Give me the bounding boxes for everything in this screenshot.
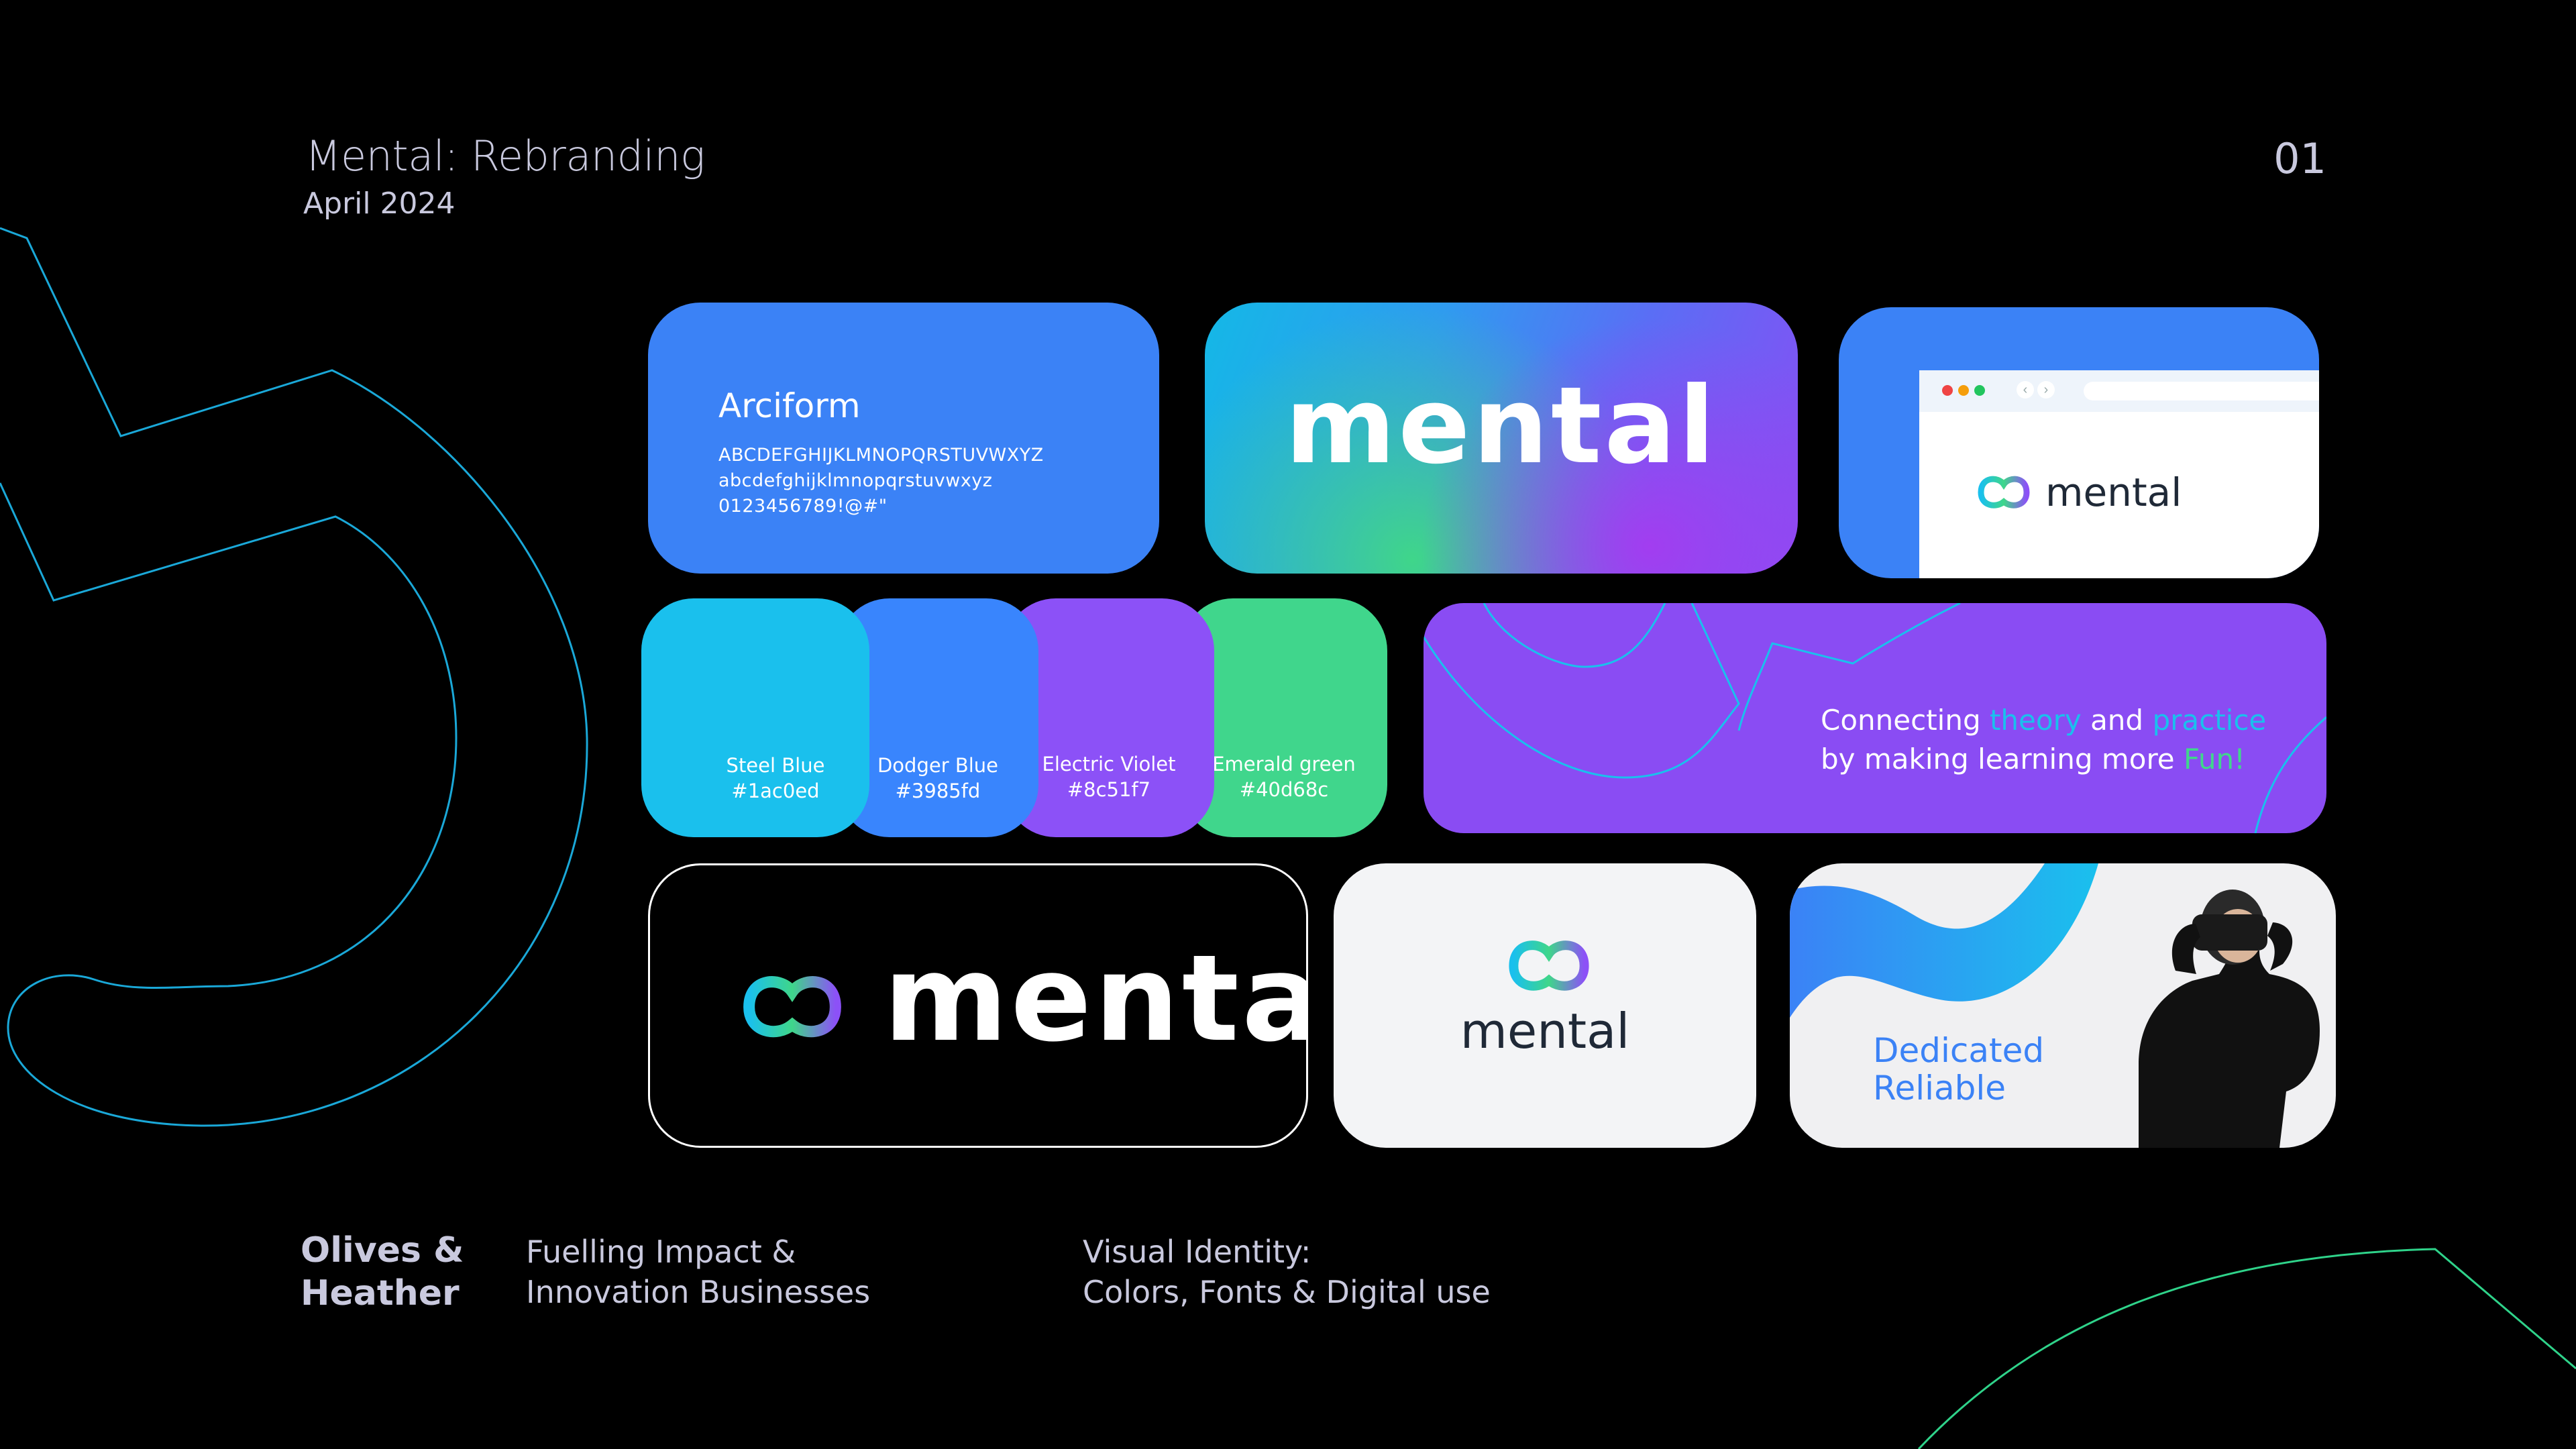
minimize-dot-icon bbox=[1958, 385, 1969, 396]
wordmark: mental bbox=[1285, 364, 1718, 488]
tagline-line-2: by making learning more Fun! bbox=[1821, 743, 2245, 775]
browser-mockup-card: ‹ › mental bbox=[1839, 307, 2319, 578]
tagline-text: Connecting bbox=[1821, 704, 1990, 737]
agency-name: Olives & Heather bbox=[301, 1229, 464, 1315]
tagline-highlight-practice: practice bbox=[2152, 704, 2267, 737]
dark-logo-card: mental bbox=[648, 863, 1308, 1148]
tagline-line-1: Connecting theory and practice bbox=[1821, 704, 2266, 737]
wordmark: mental bbox=[1460, 1003, 1630, 1059]
vr-photo-card: Dedicated Reliable bbox=[1790, 863, 2336, 1148]
tagline-highlight-fun: Fun! bbox=[2183, 743, 2245, 775]
swatch-electric-violet: Electric Violet #8c51f7 bbox=[1004, 598, 1214, 837]
tagline-text: by making learning more bbox=[1821, 743, 2184, 775]
visual-identity-line-2: Colors, Fonts & Digital use bbox=[1083, 1274, 1491, 1310]
swatch-name: Dodger Blue bbox=[877, 754, 999, 777]
visual-identity-line-1: Visual Identity: bbox=[1083, 1234, 1311, 1270]
swatch-hex: #40d68c bbox=[1239, 778, 1329, 801]
visual-identity-caption: Visual Identity: Colors, Fonts & Digital… bbox=[1083, 1232, 1491, 1312]
page-number: 01 bbox=[2273, 134, 2326, 183]
mental-logo-icon bbox=[1978, 476, 2030, 508]
agency-name-line-1: Olives & bbox=[301, 1230, 464, 1271]
tagline-card: Connecting theory and practice by making… bbox=[1424, 603, 2326, 833]
photo-line-2: Reliable bbox=[1873, 1069, 2006, 1108]
swatch-name: Electric Violet bbox=[1042, 753, 1176, 775]
tagline-text: and bbox=[2081, 704, 2153, 737]
mental-logo-icon bbox=[1509, 941, 1589, 991]
swatch-emerald-green: Emerald green #40d68c bbox=[1181, 598, 1387, 837]
agency-tagline: Fuelling Impact & Innovation Businesses bbox=[526, 1232, 870, 1312]
typography-card: Arciform ABCDEFGHIJKLMNOPQRSTUVWXYZ abcd… bbox=[648, 303, 1159, 574]
wordmark: mental bbox=[883, 929, 1306, 1068]
browser-forward-icon: › bbox=[2037, 381, 2055, 398]
browser-address-bar bbox=[2084, 382, 2319, 400]
photo-line-1: Dedicated bbox=[1873, 1031, 2045, 1070]
agency-tagline-line-2: Innovation Businesses bbox=[526, 1274, 871, 1310]
browser-back-icon: ‹ bbox=[2017, 381, 2034, 398]
browser-window: ‹ › mental bbox=[1919, 370, 2319, 578]
swatch-hex: #1ac0ed bbox=[731, 780, 820, 802]
tagline-highlight-theory: theory bbox=[1989, 704, 2082, 737]
browser-toolbar: ‹ › bbox=[1919, 370, 2319, 412]
swatch-dodger-blue: Dodger Blue #3985fd bbox=[837, 598, 1038, 837]
light-logo-card: mental bbox=[1334, 863, 1756, 1148]
swatch-name: Steel Blue bbox=[726, 754, 825, 777]
swatch-hex: #3985fd bbox=[895, 780, 981, 802]
swatch-hex: #8c51f7 bbox=[1067, 778, 1151, 801]
close-dot-icon bbox=[1942, 385, 1953, 396]
tagline-decoration bbox=[1424, 603, 2326, 833]
font-uppercase-sample: ABCDEFGHIJKLMNOPQRSTUVWXYZ bbox=[718, 445, 1044, 466]
vr-photo-illustration bbox=[1790, 863, 2320, 1148]
wordmark: mental bbox=[2045, 470, 2182, 515]
mental-logo-icon bbox=[743, 976, 841, 1038]
gradient-logo-card: mental bbox=[1205, 303, 1798, 574]
swatch-name: Emerald green bbox=[1212, 753, 1356, 775]
swatch-steel-blue: Steel Blue #1ac0ed bbox=[641, 598, 869, 837]
agency-name-line-2: Heather bbox=[301, 1273, 460, 1313]
presentation-date: April 2024 bbox=[303, 186, 455, 221]
font-lowercase-sample: abcdefghijklmnopqrstuvwxyz bbox=[718, 470, 993, 491]
presentation-title: Mental: Rebranding bbox=[305, 131, 705, 180]
font-numerals-sample: 0123456789!@#" bbox=[718, 496, 888, 517]
agency-tagline-line-1: Fuelling Impact & bbox=[526, 1234, 796, 1270]
maximize-dot-icon bbox=[1974, 385, 1985, 396]
font-name: Arciform bbox=[718, 386, 861, 425]
